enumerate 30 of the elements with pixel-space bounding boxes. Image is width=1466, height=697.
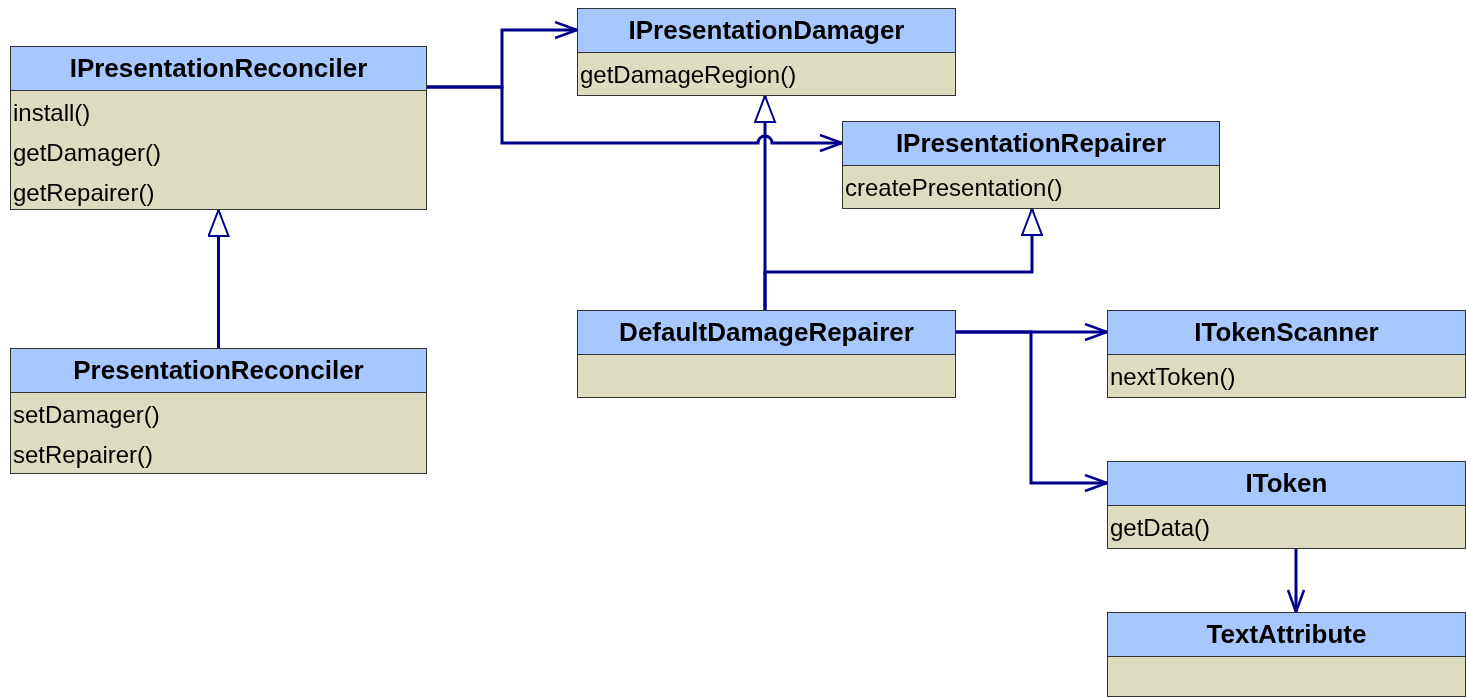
class-name-header: IPresentationDamager	[578, 9, 955, 53]
method-name: createPresentation()	[845, 173, 1063, 203]
method-name: install()	[13, 98, 91, 128]
inheritance-arrow	[763, 208, 1043, 310]
class-name-header: ITokenScanner	[1108, 311, 1465, 355]
class-name-header: DefaultDamageRepairer	[578, 311, 955, 355]
method-name: getDamageRegion()	[580, 60, 797, 90]
association-arrow	[956, 330, 1109, 493]
association-arrow	[427, 85, 844, 153]
method-name: setDamager()	[13, 400, 160, 430]
method-name: getData()	[1110, 513, 1211, 543]
association-arrow	[1286, 549, 1306, 614]
class-box	[10, 46, 427, 210]
inheritance-arrow	[207, 209, 230, 348]
class-name-header: PresentationReconciler	[11, 349, 426, 393]
class-box	[1107, 310, 1466, 398]
class-name-header: TextAttribute	[1108, 613, 1465, 657]
method-name: getDamager()	[13, 138, 162, 168]
method-name: setRepairer()	[13, 440, 154, 470]
class-box	[577, 8, 956, 96]
method-name: getRepairer()	[13, 178, 155, 208]
class-name-header: IPresentationReconciler	[11, 47, 426, 91]
class-box	[1107, 612, 1466, 697]
method-name: nextToken()	[1110, 362, 1236, 392]
class-name-header: IPresentationRepairer	[843, 122, 1219, 166]
class-box	[1107, 461, 1466, 549]
class-name-header: IToken	[1108, 462, 1465, 506]
class-box	[577, 310, 956, 398]
class-box	[842, 121, 1220, 209]
class-box	[10, 348, 427, 474]
